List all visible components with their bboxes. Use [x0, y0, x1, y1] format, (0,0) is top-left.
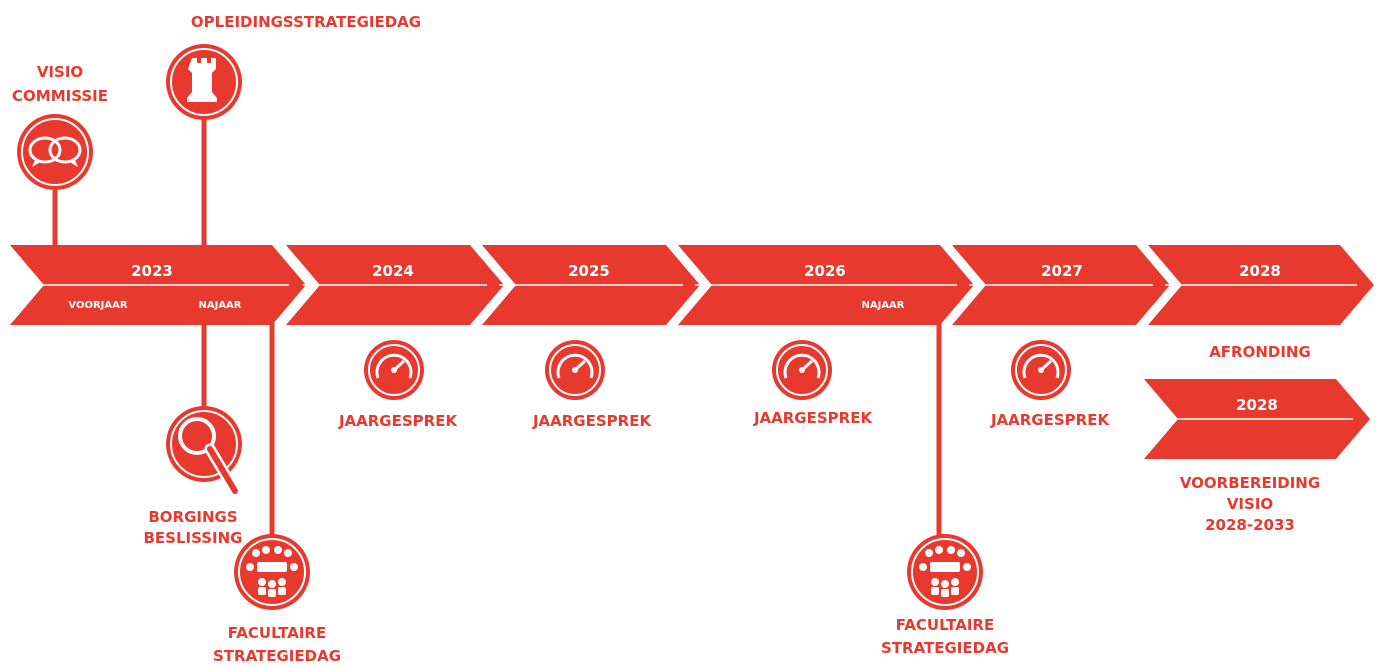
- speech-bubbles-icon: [17, 114, 93, 190]
- sublabel-najaar-2023: NAJAAR: [198, 300, 241, 311]
- connector-lines: [52, 118, 942, 540]
- voorbereiding-line1: VOORBEREIDING: [1180, 474, 1320, 492]
- magnifier-icon: [166, 406, 242, 497]
- facultaire-2026-line1: FACULTAIRE: [896, 616, 994, 634]
- sublabel-najaar-2026: NAJAAR: [861, 300, 904, 311]
- year-2024: 2024: [372, 262, 414, 280]
- year-2025: 2025: [568, 262, 610, 280]
- speedometer-icon: [772, 340, 832, 400]
- speedometer-icon: [1011, 340, 1071, 400]
- year-2027: 2027: [1041, 262, 1083, 280]
- visio-label-line1: VISIO: [37, 63, 83, 81]
- year-2028-extra: 2028: [1236, 396, 1278, 414]
- jaargesprek-2024: JAARGESPREK: [338, 412, 459, 430]
- borgings-label-line2: BESLISSING: [143, 529, 242, 547]
- arrow-separators: [27, 284, 1357, 420]
- opleidingsstrategiedag-label: OPLEIDINGSSTRATEGIEDAG: [191, 13, 421, 31]
- jaargesprek-2026: JAARGESPREK: [753, 409, 874, 427]
- facultaire-2026-line2: STRATEGIEDAG: [881, 639, 1009, 657]
- borgings-label-line1: BORGINGS: [148, 508, 237, 526]
- year-2026: 2026: [804, 262, 846, 280]
- afronding-label: AFRONDING: [1209, 343, 1311, 361]
- facultaire-2023-line1: FACULTAIRE: [228, 624, 326, 642]
- speedometer-icon: [545, 340, 605, 400]
- sublabel-voorjaar: VOORJAAR: [68, 300, 127, 311]
- visio-label-line2: COMMISSIE: [12, 87, 108, 105]
- chess-rook-icon: [166, 44, 242, 120]
- facultaire-2023-line2: STRATEGIEDAG: [213, 647, 341, 665]
- year-2023: 2023: [131, 262, 173, 280]
- year-2028: 2028: [1239, 262, 1281, 280]
- voorbereiding-line2: VISIO: [1227, 495, 1273, 513]
- group-people-icon: [907, 534, 983, 610]
- speedometer-icon: [364, 340, 424, 400]
- jaargesprek-2025: JAARGESPREK: [532, 412, 653, 430]
- voorbereiding-line3: 2028-2033: [1205, 516, 1295, 534]
- group-people-icon: [234, 534, 310, 610]
- jaargesprek-2027: JAARGESPREK: [990, 411, 1111, 429]
